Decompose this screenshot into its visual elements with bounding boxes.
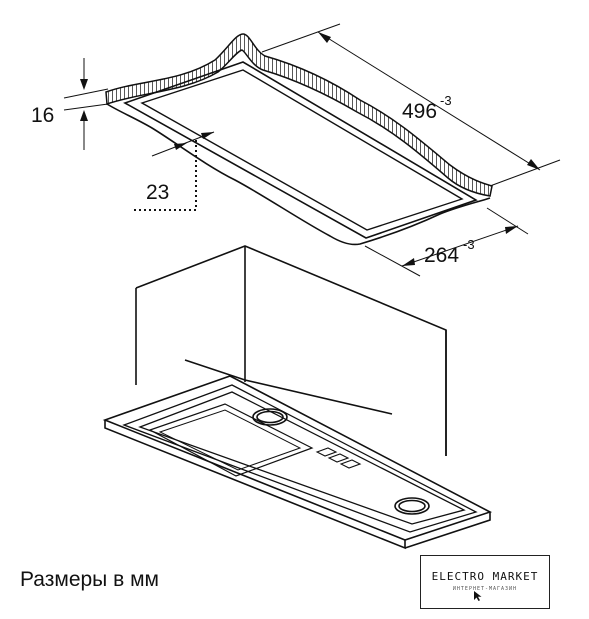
height-label: 16 <box>31 104 54 127</box>
frame-outer <box>123 61 478 239</box>
offset-dimension <box>134 131 215 211</box>
units-caption: Размеры в мм <box>20 568 159 591</box>
ceiling-cutout <box>105 33 493 246</box>
width-label: 264 <box>424 244 459 267</box>
frame-inner <box>140 69 464 231</box>
length-label: 496 <box>402 100 437 123</box>
watermark-brand: ELECTRO MARKET <box>431 570 539 583</box>
gasket-top-band <box>105 33 493 197</box>
hood-unit <box>102 245 493 550</box>
width-dimension <box>364 207 529 277</box>
length-tolerance: -3 <box>440 93 452 108</box>
width-tolerance: -3 <box>463 237 475 252</box>
watermark-tagline: ИНТЕРНЕТ-МАГАЗИН <box>452 586 518 592</box>
offset-label: 23 <box>146 181 169 204</box>
height-dimension <box>63 58 109 150</box>
electro-market-watermark: ELECTRO MARKET ИНТЕРНЕТ-МАГАЗИН <box>420 555 550 609</box>
gasket-outer-edge <box>106 103 491 246</box>
cursor-icon <box>474 591 482 601</box>
length-dimension <box>261 23 561 187</box>
